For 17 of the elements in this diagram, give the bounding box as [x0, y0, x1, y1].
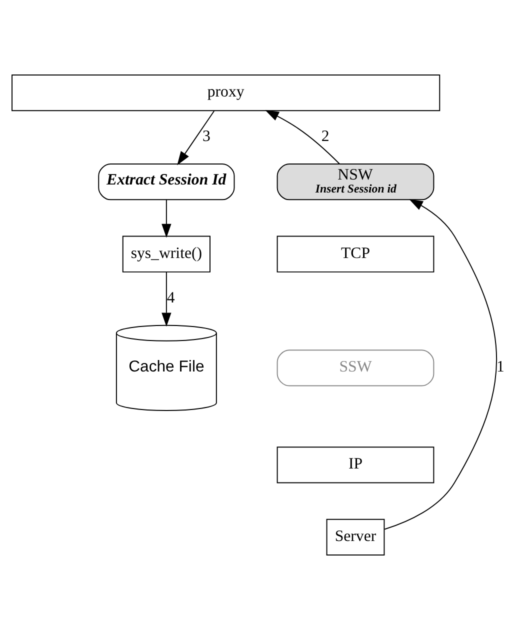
arrow — [177, 110, 215, 166]
edge-label: 3 — [202, 128, 210, 146]
arrow — [162, 199, 172, 238]
node-box: SSW — [276, 350, 434, 386]
node-box: sys_write() — [122, 236, 210, 272]
node-box: TCP — [276, 236, 434, 272]
edge-label: 4 — [166, 289, 175, 306]
arrow — [265, 110, 340, 164]
node-box: Server — [326, 518, 385, 556]
node-box: Extract Session Id — [98, 164, 235, 200]
edge-label: 2 — [321, 128, 330, 146]
edge-label: 1 — [496, 358, 504, 376]
node-box: NSW Insert Session id — [276, 164, 434, 200]
arrow — [162, 272, 172, 327]
node-box: IP — [276, 446, 434, 484]
node-box: proxy — [12, 74, 440, 112]
arrow — [384, 199, 498, 530]
